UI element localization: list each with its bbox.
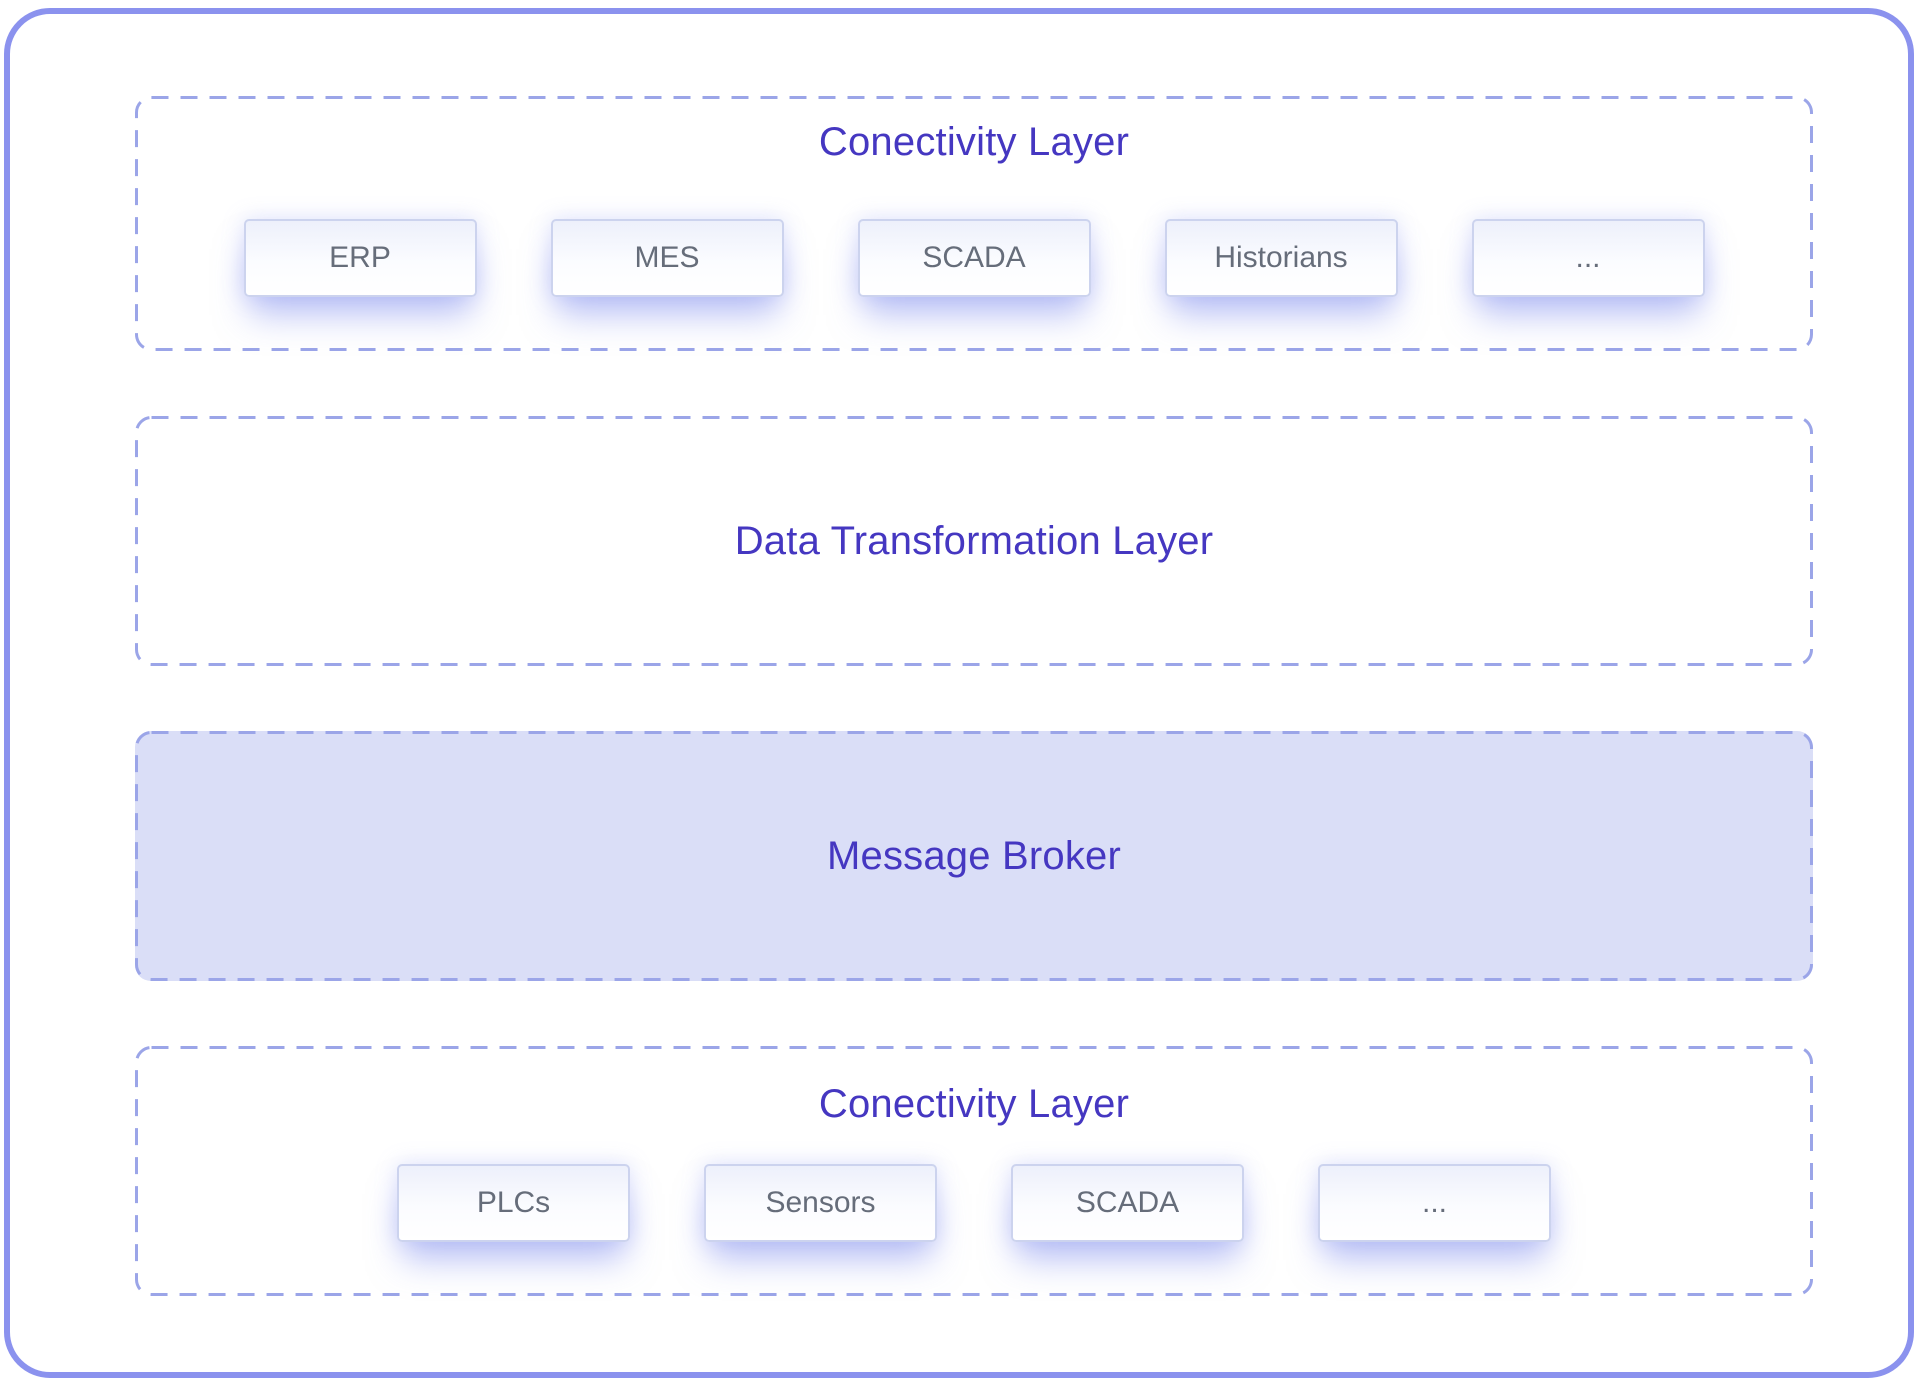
layer-message-broker: Message Broker bbox=[135, 731, 1813, 981]
component-box: Sensors bbox=[704, 1164, 937, 1242]
component-box: Historians bbox=[1164, 219, 1398, 297]
component-box: ... bbox=[1471, 219, 1705, 297]
component-box: ERP bbox=[243, 219, 477, 297]
layer-top-connectivity: Conectivity Layer ERP MES SCADA Historians.… bbox=[135, 96, 1813, 351]
component-box: MES bbox=[550, 219, 784, 297]
layer-bottom-connectivity: Conectivity Layer PLCs Sensors SCADA... bbox=[135, 1046, 1813, 1296]
diagram-frame: Conectivity Layer ERP MES SCADA Historians.… bbox=[4, 8, 1914, 1378]
component-row: PLCs Sensors SCADA... bbox=[135, 1164, 1813, 1242]
component-row: ERP MES SCADA Historians... bbox=[135, 219, 1813, 297]
layer-data-transformation: Data Transformation Layer bbox=[135, 416, 1813, 666]
layer-title: Data Transformation Layer bbox=[734, 519, 1214, 563]
component-box: SCADA bbox=[1011, 1164, 1244, 1242]
component-box: PLCs bbox=[397, 1164, 630, 1242]
layer-title: Conectivity Layer bbox=[818, 120, 1130, 164]
layer-title: Conectivity Layer bbox=[818, 1082, 1130, 1126]
component-box: ... bbox=[1318, 1164, 1551, 1242]
layer-title: Message Broker bbox=[826, 834, 1122, 878]
component-box: SCADA bbox=[857, 219, 1091, 297]
